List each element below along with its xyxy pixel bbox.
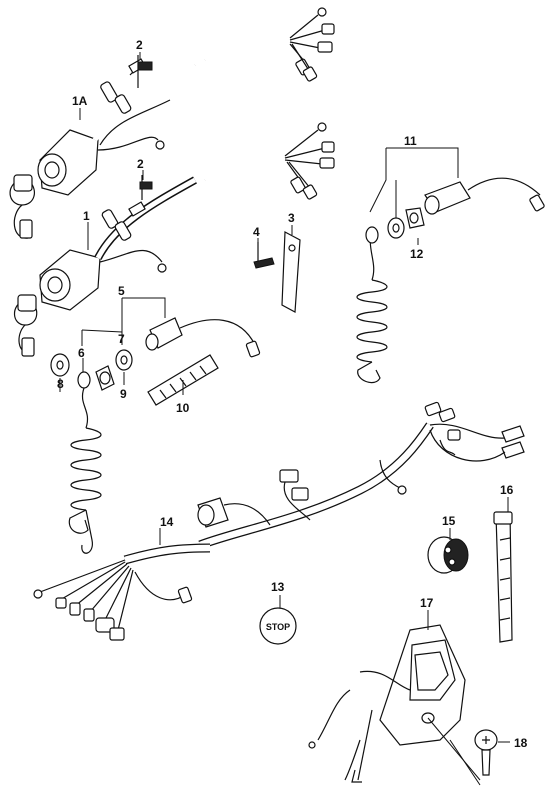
label-2-lower: 2 [137,157,144,171]
part-4-screw [253,242,275,269]
label-1: 1 [83,209,90,223]
part-5-stop-switch [145,317,261,358]
part-16-tie-strap [493,511,513,643]
part-15-grommet [427,536,469,574]
label-1a: 1A [72,94,88,108]
part-6-lanyard [68,371,102,554]
label-6: 6 [78,346,85,360]
label-7: 7 [118,332,125,346]
label-4: 4 [253,225,260,239]
label-14: 14 [160,515,174,529]
part-labels: 1A 2 2 1 3 4 5 6 7 8 9 10 11 12 13 14 15… [57,38,528,750]
part-11-stop-switch [356,177,545,384]
part-12-nut-washer [387,207,425,239]
part-2b-screw [139,175,153,200]
label-9: 9 [120,387,127,401]
part-3-clip [281,231,301,313]
label-11: 11 [404,134,417,148]
part-2a-screw [137,55,153,88]
label-15: 15 [442,514,456,528]
stop-plate-text: STOP [266,622,290,632]
part-1-main-switch-harness [13,122,335,357]
part-13-stop-plate: STOP [259,607,297,645]
label-12: 12 [410,247,424,261]
part-14-wiring-harness [33,401,525,641]
label-18: 18 [514,736,528,750]
part-7-nut [95,365,115,391]
part-9-washer [115,349,133,371]
label-8: 8 [57,377,64,391]
part-18-screw [474,729,498,776]
part-8-washer [50,353,70,377]
label-16: 16 [500,483,514,497]
part-17-bracket [308,624,466,783]
label-2-upper: 2 [136,38,143,52]
label-10: 10 [176,401,190,415]
leader-lines [59,52,510,786]
part-1a-main-switch-harness [9,7,335,239]
label-3: 3 [288,211,295,225]
label-13: 13 [271,580,285,594]
label-5: 5 [118,284,125,298]
label-17: 17 [420,596,434,610]
